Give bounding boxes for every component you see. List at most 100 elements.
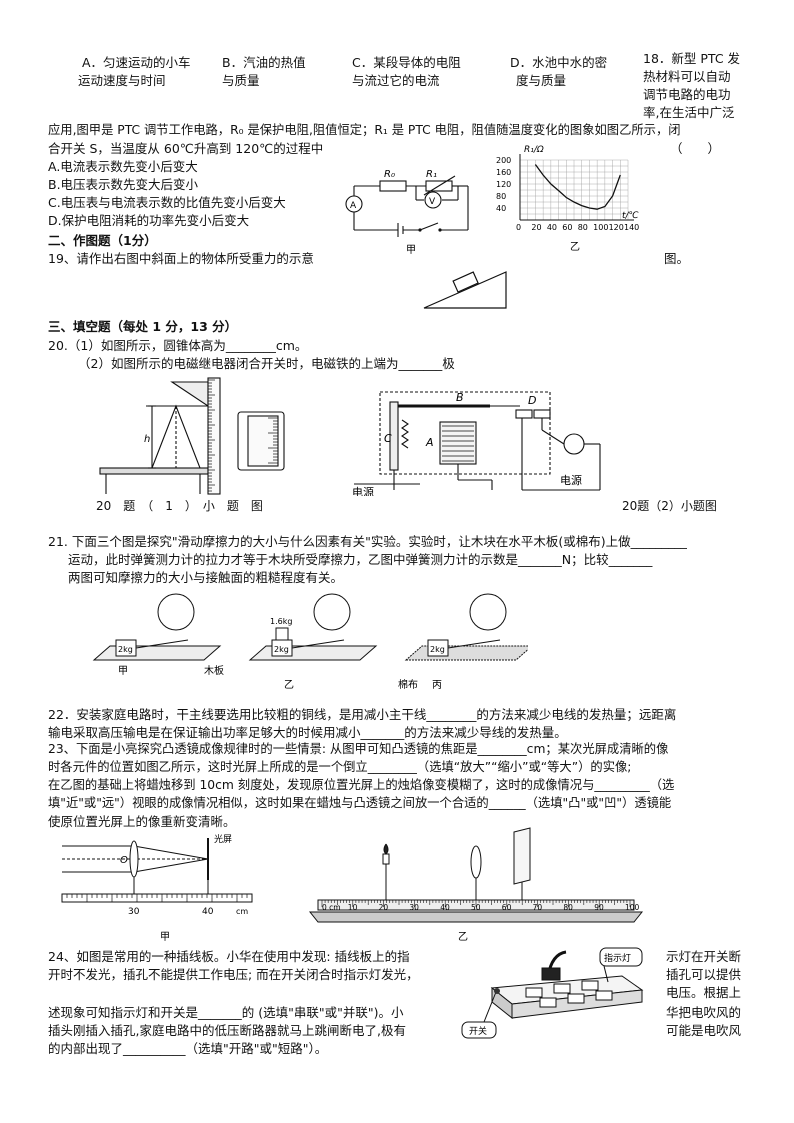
relay-label-c: C [384, 432, 392, 445]
indicator-label-box [599, 947, 643, 967]
spring-c [401, 419, 409, 449]
q17-option-a-line2: 运动速度与时间 [78, 73, 166, 88]
q20-figure1-caption: 20 题 （ 1 ） 小 题 图 [96, 499, 263, 513]
spring-scale-dial-bing [469, 593, 507, 631]
q20-part2: （2）如图所示的电磁继电器闭合开关时，电磁铁的上端为_______极 [78, 356, 455, 371]
weight-label: 1.6kg [270, 617, 292, 626]
figure-jia-caption-q23: 甲 [160, 932, 170, 943]
unit-cm-label: cm [236, 907, 248, 916]
q18-option-c: C.电压表与电流表示数的比值先变小后变大 [48, 195, 286, 210]
chart-x-tick-label: 0 [516, 223, 521, 232]
switch-label: 开关 [469, 1025, 487, 1037]
block-label-bing: 2kg [430, 645, 445, 654]
section-3-heading: 三、填空题（每处 1 分，13 分） [48, 319, 238, 334]
bench-tick-label: 70 [533, 903, 543, 912]
ptc-circuit-diagram: R₀ R₁ V A 甲 [345, 169, 469, 256]
chart-x-axis-label: t/℃ [622, 211, 640, 221]
indicator-light-label: 指示灯 [604, 952, 631, 964]
q17-option-b-line2: 与质量 [222, 73, 260, 88]
resistor-r0 [379, 180, 407, 192]
friction-experiment-figures: 2kg 2kg 1.6kg 2kg 甲 木板 乙 棉布 丙 [92, 593, 528, 691]
bench-tick-label: 80 [563, 903, 573, 912]
q17-option-d-line2: 度与质量 [516, 73, 567, 88]
ammeter-label: A [350, 201, 357, 211]
q24-line5: 插头刚插入插孔,家庭电路中的低压断路器就马上跳闸断电了,极有 [48, 1023, 406, 1038]
q24-line1-end: 示灯在开关断 [666, 949, 742, 964]
voltmeter-symbol [424, 191, 442, 209]
switch-label-box [461, 1021, 497, 1039]
spring-scale-dial-jia [157, 593, 195, 631]
q23-line2: 时各元件的位置如图乙所示，这时光屏上所成的是一个倒立________（选填“放大… [48, 760, 632, 774]
voltmeter-label: V [429, 197, 436, 207]
chart-series-line [534, 164, 621, 210]
q24-line1: 24、如图是常用的一种插线板。小华在使用中发现: 插线板上的指 [48, 949, 410, 964]
r0-label: R₀ [384, 169, 395, 180]
spring-scale-dial-yi [313, 593, 351, 631]
chart-axes [519, 154, 634, 221]
lens-center-label: O [120, 855, 128, 866]
tick-label-40: 40 [202, 907, 214, 917]
electromagnet-coil [439, 421, 477, 465]
bench-tick-label: 100 [625, 903, 640, 912]
relay-label-d: D [528, 394, 536, 407]
figure-yi-caption: 乙 [570, 241, 580, 253]
bench-convex-lens [470, 845, 482, 879]
bench-tick-label: 10 [348, 903, 358, 912]
chart-x-tick-label: 100 [593, 223, 608, 232]
chart-x-tick-label: 60 [562, 223, 572, 232]
q24-line6: 的内部出现了__________（选填"开路"或"短路"）。 [48, 1041, 328, 1056]
caption-jia: 甲 [118, 666, 128, 677]
figure-yi-caption-q23: 乙 [458, 931, 468, 943]
chart-y-axis-label: R₁/Ω [524, 145, 544, 155]
bench-tick-label: 50 [471, 903, 481, 912]
tick-label-30: 30 [128, 907, 140, 917]
block-on-incline [452, 271, 479, 293]
q17-option-d-line1: D．水池中水的密 [510, 55, 608, 70]
chart-grid [519, 159, 629, 221]
incline-block-figure [423, 271, 507, 309]
chart-x-tick-label: 120 [609, 223, 624, 232]
chart-y-tick-label: 200 [496, 156, 511, 165]
convex-lens [129, 840, 139, 878]
bench-tick-label: 40 [440, 903, 450, 912]
q18-stem-line1: 应用,图甲是 PTC 调节工作电路，R₀ 是保护电阻,阻值恒定；R₁ 是 PTC… [48, 123, 681, 137]
q18-right-line2: 热材料可以自动 [643, 69, 731, 84]
q20-figure2-caption: 20题（2）小题图 [622, 499, 717, 513]
focal-length-figure: 光屏 O 30 40 cm 甲 [61, 833, 253, 943]
q21-line3: 两图可知摩擦力的大小与接触面的粗糙程度有关。 [68, 570, 344, 585]
q22-line2: 输电采取高压输电是在保证输出功率足够大的时候用减小_______的方法来减少导线… [48, 725, 567, 740]
q23-line4: 填"近"或"远"）视眼的成像情况相似，这时如果在蜡烛与凸透镜之间放一个合适的__… [48, 796, 672, 810]
q18-right-line3: 调节电路的电功 [643, 87, 731, 102]
caption-wood-board: 木板 [204, 664, 224, 677]
q18-option-d: D.保护电阻消耗的功率先变小后变大 [48, 213, 250, 228]
cone-ruler-figure: h [99, 377, 285, 495]
q18-stem-line2: 合开关 S，当温度从 60℃升高到 120℃的过程中 [48, 141, 324, 156]
electromagnetic-relay-figure: B D C A 电源 电源 [352, 391, 601, 496]
relay-power-source-2: 电源 [560, 473, 582, 487]
q18-answer-paren: （ ） [670, 141, 721, 156]
bench-tick-label: 20 [379, 903, 389, 912]
q23-line5: 使原位置光屏上的像重新变清晰。 [48, 814, 236, 829]
bench-light-screen [513, 827, 531, 885]
caption-bing: 丙 [432, 680, 442, 691]
r1-label: R₁ [426, 169, 437, 180]
figure-jia-caption: 甲 [406, 245, 416, 256]
chart-y-tick-label: 160 [496, 168, 511, 177]
candle [382, 853, 390, 865]
caption-cotton-cloth: 棉布 [398, 678, 418, 691]
plug [541, 967, 561, 981]
q17-option-c-line1: C．某段导体的电阻 [352, 55, 461, 70]
block-label-jia: 2kg [118, 645, 133, 654]
chart-x-tick-label: 80 [578, 223, 588, 232]
caption-yi: 乙 [284, 679, 294, 691]
q21-line1: 21. 下面三个图是探究"滑动摩擦力的大小与什么因素有关"实验。实验时，让木块在… [48, 534, 687, 549]
q18-right-line4: 率,在生活中广泛 [643, 105, 735, 120]
q17-option-b-line1: B．汽油的热值 [222, 55, 306, 70]
q24-line4: 述现象可知指示灯和开关是_______的 (选填"串联"或"并联")。小 [48, 1005, 404, 1020]
relay-label-a: A [425, 436, 434, 449]
block-label-yi: 2kg [274, 645, 289, 654]
screen-label: 光屏 [214, 833, 232, 845]
